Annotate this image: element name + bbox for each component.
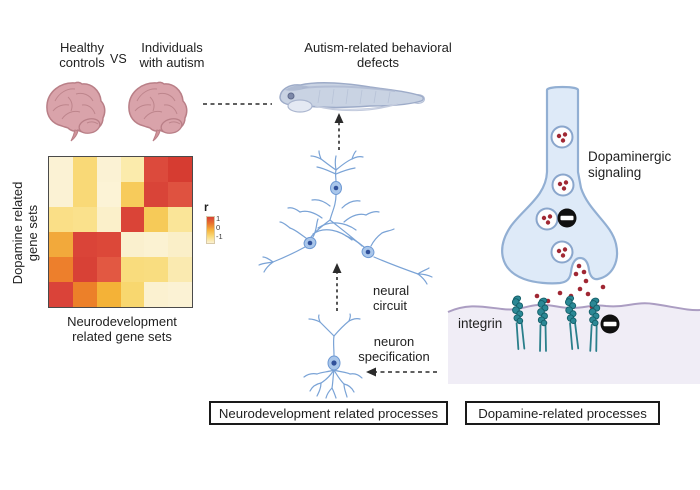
- neural-circuit-illustration: [258, 150, 433, 285]
- heatmap-cell: [144, 282, 169, 307]
- heatmap-cell: [49, 182, 73, 207]
- label-neural-circuit: neural circuit: [373, 283, 410, 313]
- heatmap-cell: [72, 207, 97, 232]
- colorbar-tick-min: -1: [216, 231, 223, 241]
- heatmap-cell: [120, 207, 145, 232]
- label-neuron-specification: neuron specification: [358, 334, 430, 364]
- heatmap-cell: [168, 282, 192, 307]
- heatmap-cell: [168, 257, 192, 282]
- heatmap-cell: [120, 182, 145, 207]
- box-dopamine-processes: Dopamine-related processes: [465, 401, 660, 425]
- heatmap-cell: [144, 232, 169, 257]
- heatmap-cell: [120, 282, 145, 307]
- heatmap-cell: [96, 207, 121, 232]
- colorbar-tick-max: 1: [216, 214, 221, 223]
- heatmap-cell: [96, 282, 121, 307]
- integrin-receptors: [511, 295, 601, 352]
- heatmap-cell: [49, 207, 73, 232]
- colorbar-gradient: [206, 216, 215, 244]
- label-healthy-controls: Healthy controls: [59, 40, 105, 70]
- brain-autism-icon: [128, 81, 188, 142]
- heatmap-grid: [48, 156, 193, 308]
- heatmap-cell: [72, 157, 97, 182]
- heatmap-cell: [144, 182, 169, 207]
- heatmap-cell: [72, 232, 97, 257]
- heatmap-cell: [168, 182, 192, 207]
- heatmap-cell: [49, 157, 73, 182]
- zebrafish-illustration: [279, 82, 425, 113]
- heatmap-cell: [120, 232, 145, 257]
- heatmap-cell: [168, 207, 192, 232]
- heatmap-cell: [72, 182, 97, 207]
- label-dopaminergic-signaling: Dopaminergic signaling: [588, 149, 672, 180]
- colorbar-ticks: 1 0 -1: [216, 215, 223, 240]
- heatmap-cell: [49, 282, 73, 307]
- neuron-specification-illustration: [303, 313, 363, 399]
- colorbar-tick-mid: 0: [216, 222, 221, 232]
- heatmap-cell: [120, 157, 145, 182]
- brain-healthy-icon: [46, 81, 106, 142]
- heatmap-cell: [168, 232, 192, 257]
- heatmap-cell: [120, 257, 145, 282]
- heatmap-cell: [96, 182, 121, 207]
- label-vs: VS: [110, 52, 127, 66]
- heatmap-y-axis-label: Dopamine related gene sets: [10, 181, 40, 285]
- connector-arrows: [203, 103, 437, 377]
- heatmap-cell: [96, 232, 121, 257]
- heatmap-cell: [96, 157, 121, 182]
- label-integrin: integrin: [458, 316, 503, 331]
- heatmap-cell: [72, 282, 97, 307]
- colorbar-title: r: [204, 202, 209, 214]
- heatmap-cell: [144, 257, 169, 282]
- heatmap-cell: [96, 257, 121, 282]
- heatmap-cell: [72, 257, 97, 282]
- label-behavioral-defects: Autism-related behavioral defects: [304, 40, 452, 70]
- label-individuals-with-autism: Individuals with autism: [139, 40, 205, 70]
- synapse-illustration: [501, 85, 620, 334]
- inhibitor-icon: [557, 208, 577, 228]
- heatmap-cell: [168, 157, 192, 182]
- heatmap-cell: [144, 157, 169, 182]
- heatmap-cell: [49, 232, 73, 257]
- heatmap-x-axis-label: Neurodevelopment related gene sets: [67, 314, 177, 344]
- heatmap-cell: [49, 257, 73, 282]
- synaptic-vesicles: [535, 125, 575, 264]
- box-neurodevelopment-processes: Neurodevelopment related processes: [209, 401, 448, 425]
- inhibitor-icon: [600, 314, 620, 334]
- heatmap-cell: [144, 207, 169, 232]
